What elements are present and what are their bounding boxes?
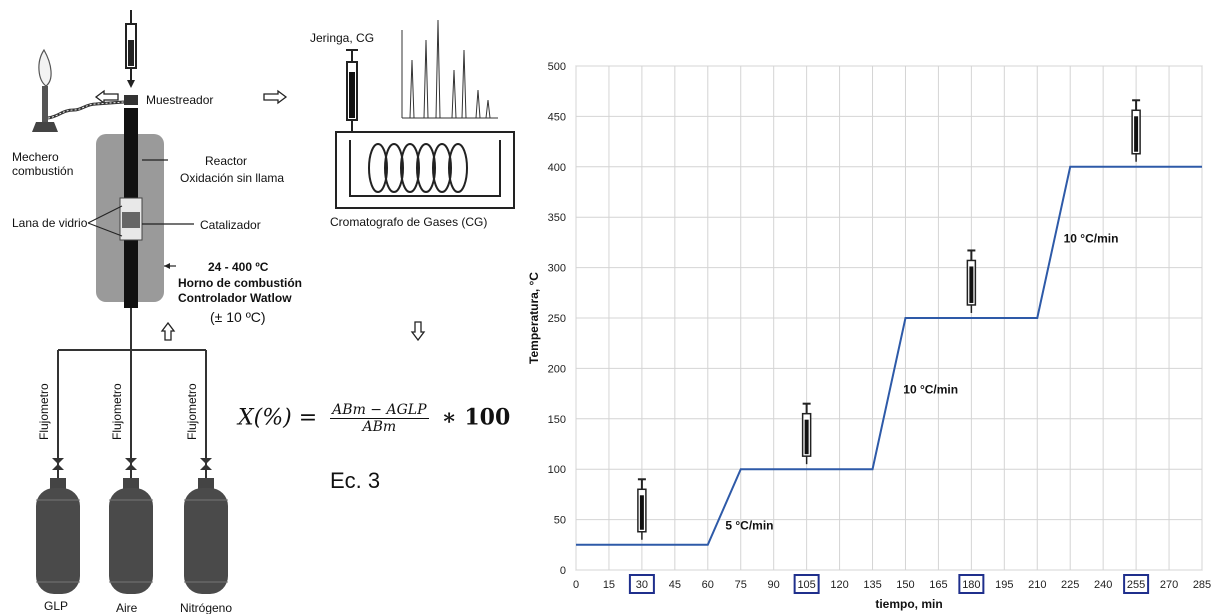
rate-annotation: 10 °C/min bbox=[1064, 231, 1119, 245]
x-tick-label: 210 bbox=[1028, 579, 1046, 591]
x-tick-label: 90 bbox=[768, 579, 780, 591]
label-catalizador: Catalizador bbox=[200, 218, 261, 232]
equation-rhs: ∗ 100 bbox=[441, 404, 511, 431]
label-flujometro-1: Flujometro bbox=[37, 383, 51, 440]
y-tick-label: 150 bbox=[548, 414, 566, 426]
highlighted-tick-box bbox=[628, 574, 655, 594]
label-aire: Aire bbox=[116, 601, 138, 614]
y-tick-label: 50 bbox=[554, 515, 566, 527]
y-tick-label: 400 bbox=[548, 162, 566, 174]
gc-syringe-icon bbox=[346, 49, 358, 134]
burner-icon bbox=[32, 48, 125, 132]
label-combustion: combustión bbox=[12, 164, 73, 178]
syringe-icon bbox=[966, 249, 977, 313]
y-tick-label: 450 bbox=[548, 111, 566, 123]
valve-icon bbox=[125, 452, 137, 470]
label-reactor: Reactor bbox=[205, 154, 247, 168]
valve-icon bbox=[52, 452, 64, 470]
y-axis-ticks: 0 50 100 150 200 250 300 350 400 450 500 bbox=[548, 61, 566, 577]
equation-denominator: ABm bbox=[362, 419, 397, 435]
up-arrow-icon bbox=[160, 321, 176, 341]
label-tolerance: (± 10 ºC) bbox=[210, 309, 266, 325]
label-horno: Horno de combustión bbox=[178, 276, 302, 290]
label-nitrogeno: Nitrógeno bbox=[180, 601, 232, 614]
label-temp-range: 24 - 400 ºC bbox=[208, 260, 269, 274]
sampler-port bbox=[124, 95, 138, 105]
syringe-icon bbox=[801, 402, 812, 465]
temperature-program-chart: 0 50 100 150 200 250 300 350 400 450 500 0 15 30 45 60… bbox=[527, 61, 1211, 611]
x-tick-label: 240 bbox=[1094, 579, 1112, 591]
chart-grid bbox=[575, 65, 1203, 571]
x-tick-label: 105 bbox=[797, 579, 815, 591]
reactor-schematic: Muestreador Mechero combustión Reactor O… bbox=[12, 10, 515, 614]
highlighted-tick-box bbox=[1123, 574, 1150, 594]
label-muestreador: Muestreador bbox=[146, 93, 213, 107]
sample-syringe-icon bbox=[125, 10, 137, 88]
x-tick-label: 60 bbox=[702, 579, 714, 591]
x-tick-label: 285 bbox=[1193, 579, 1211, 591]
y-axis-label: Temperatura, °C bbox=[527, 272, 541, 364]
highlighted-tick-box bbox=[793, 574, 820, 594]
syringe-markers bbox=[637, 99, 1141, 540]
temperature-series bbox=[576, 165, 1202, 546]
x-axis-label: tiempo, min bbox=[875, 597, 942, 611]
y-tick-label: 350 bbox=[548, 212, 566, 224]
x-tick-label: 255 bbox=[1127, 579, 1145, 591]
equation-lhs: X(%) = bbox=[238, 405, 318, 431]
x-tick-label: 75 bbox=[735, 579, 747, 591]
conversion-equation: X(%) = ABm − AGLP ABm ∗ 100 bbox=[238, 402, 510, 435]
gas-cylinder-aire bbox=[109, 478, 153, 594]
rate-annotation: 10 °C/min bbox=[903, 383, 958, 397]
syringe-icon bbox=[637, 478, 647, 540]
label-flujometro-3: Flujometro bbox=[185, 383, 199, 440]
syringe-icon bbox=[1131, 99, 1141, 162]
x-tick-label: 15 bbox=[603, 579, 615, 591]
x-tick-label: 0 bbox=[573, 579, 579, 591]
x-tick-label: 135 bbox=[863, 579, 881, 591]
highlighted-tick-box bbox=[958, 574, 985, 594]
x-tick-label: 45 bbox=[669, 579, 681, 591]
x-tick-label: 30 bbox=[636, 579, 648, 591]
rate-annotation: 5 °C/min bbox=[725, 519, 773, 533]
y-tick-label: 100 bbox=[548, 464, 566, 476]
y-tick-label: 200 bbox=[548, 363, 566, 375]
rate-annotations: 5 °C/min 10 °C/min 10 °C/min bbox=[725, 231, 1118, 532]
label-cromatografo: Cromatografo de Gases (CG) bbox=[330, 215, 487, 229]
x-tick-label: 195 bbox=[995, 579, 1013, 591]
chromatogram-icon bbox=[401, 19, 498, 119]
valve-icon bbox=[200, 452, 212, 470]
label-controlador: Controlador Watlow bbox=[178, 291, 292, 305]
right-arrow-icon bbox=[263, 89, 288, 105]
x-tick-label: 225 bbox=[1061, 579, 1079, 591]
label-lana-vidrio: Lana de vidrio bbox=[12, 216, 88, 230]
x-tick-label: 150 bbox=[896, 579, 914, 591]
label-mechero: Mechero bbox=[12, 150, 59, 164]
equation-fraction: ABm − AGLP ABm bbox=[330, 402, 429, 435]
x-tick-label: 120 bbox=[830, 579, 848, 591]
temperature-line bbox=[576, 165, 1202, 546]
equation-number: Ec. 3 bbox=[330, 468, 381, 493]
x-axis-ticks: 0 15 30 45 60 75 90 105 120 135 150 165 180 195 210 225… bbox=[573, 574, 1211, 594]
catalyst bbox=[122, 212, 140, 228]
label-glp: GLP bbox=[44, 599, 68, 613]
y-tick-label: 0 bbox=[560, 565, 566, 577]
equation-numerator: ABm − AGLP bbox=[330, 402, 429, 419]
gas-chromatograph-icon bbox=[335, 131, 515, 209]
down-arrow-icon bbox=[410, 321, 426, 342]
y-tick-label: 250 bbox=[548, 313, 566, 325]
x-tick-label: 180 bbox=[962, 579, 980, 591]
x-tick-label: 270 bbox=[1160, 579, 1178, 591]
label-flujometro-2: Flujometro bbox=[110, 383, 124, 440]
x-tick-label: 165 bbox=[929, 579, 947, 591]
y-tick-label: 500 bbox=[548, 61, 566, 73]
y-tick-label: 300 bbox=[548, 263, 566, 275]
label-oxidacion: Oxidación sin llama bbox=[180, 171, 284, 185]
label-jeringa: Jeringa, CG bbox=[310, 31, 374, 45]
gas-cylinder-nitrogeno bbox=[184, 478, 228, 594]
gas-cylinder-glp bbox=[36, 478, 80, 594]
